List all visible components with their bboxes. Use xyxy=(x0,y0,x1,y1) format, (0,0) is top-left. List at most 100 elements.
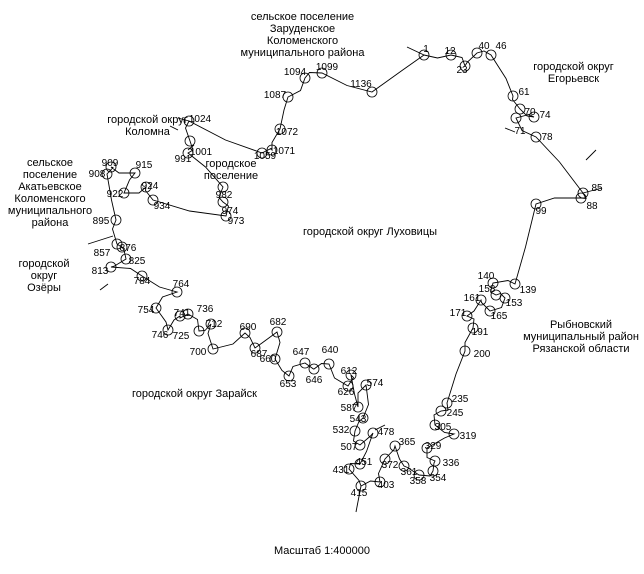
boundary-point-label: 358 xyxy=(410,476,427,487)
boundary-point-764 xyxy=(171,286,183,298)
boundary-point-909 xyxy=(105,161,117,173)
boundary-point-687 xyxy=(249,342,261,354)
boundary-point-1087 xyxy=(282,91,294,103)
boundary-point-label: 372 xyxy=(382,460,399,471)
boundary-point-label: 235 xyxy=(452,394,469,405)
boundary-point-813 xyxy=(105,261,117,273)
boundary-point-label: 764 xyxy=(173,279,190,290)
boundary-point-label: 647 xyxy=(293,347,310,358)
boundary-point-653 xyxy=(283,370,295,382)
boundary-point-label: 1024 xyxy=(189,114,212,125)
boundary-point-label: 682 xyxy=(270,317,287,328)
boundary-point-label: 1094 xyxy=(284,67,307,78)
boundary-point-660 xyxy=(269,353,281,365)
boundary-label: городской округ Луховицы xyxy=(303,226,437,238)
boundary-point-319 xyxy=(448,428,460,440)
boundary-point-label: 784 xyxy=(134,276,151,287)
boundary-point-label: 71 xyxy=(514,126,526,137)
boundary-point-label: 646 xyxy=(306,375,323,386)
boundary-point-label: 924 xyxy=(142,181,159,192)
boundary-point-358 xyxy=(413,469,425,481)
boundary-point-700 xyxy=(207,343,219,355)
junction-line xyxy=(406,46,425,56)
boundary-point-label: 1001 xyxy=(190,147,213,158)
boundary-point-415 xyxy=(355,480,367,492)
boundary-point-label: 1071 xyxy=(273,146,296,157)
boundary-point-354 xyxy=(427,465,439,477)
boundary-point-200 xyxy=(459,345,471,357)
boundary-point-403 xyxy=(374,476,386,488)
boundary-point-label: 660 xyxy=(260,354,277,365)
boundary-point-label: 653 xyxy=(280,379,297,390)
junction-line xyxy=(169,125,179,131)
boundary-point-612 xyxy=(345,369,357,381)
boundary-point-736 xyxy=(182,308,194,320)
boundary-point-1 xyxy=(418,49,430,61)
boundary-point-754 xyxy=(150,302,162,314)
boundary-point-label: 158 xyxy=(479,284,496,295)
boundary-point-label: 361 xyxy=(401,467,418,478)
boundary-point-171 xyxy=(461,310,473,322)
boundary-point-label: 329 xyxy=(425,441,442,452)
region-zarudenskoe: сельское поселение Заруденское Коломенск… xyxy=(240,11,365,59)
boundary-point-991 xyxy=(182,147,194,159)
region-zaraysk: городской округ Зарайск xyxy=(131,388,257,400)
region-rybnovsky: Рыбновский муниципальный район Рязанской… xyxy=(523,319,639,355)
boundary-point-label: 612 xyxy=(341,366,358,377)
boundary-point-label: 574 xyxy=(367,378,384,389)
boundary-point-915 xyxy=(129,167,141,179)
boundary-point-329 xyxy=(421,442,433,454)
boundary-point-label: 687 xyxy=(251,349,268,360)
boundary-point-label: 61 xyxy=(518,87,530,98)
region-akatyevskoe: сельское поселение Акатьевское Коломенск… xyxy=(7,157,93,229)
boundary-point-46 xyxy=(485,49,497,61)
boundary-point-712 xyxy=(205,318,217,330)
boundary-point-895 xyxy=(110,214,122,226)
boundary-point-158 xyxy=(490,289,502,301)
boundary-point-587 xyxy=(352,401,364,413)
boundary-point-label: 88 xyxy=(586,201,598,212)
boundary-point-label: 1136 xyxy=(350,79,372,90)
boundary-point-label: 171 xyxy=(450,308,467,319)
boundary-point-574 xyxy=(360,379,372,391)
boundary-point-74 xyxy=(528,111,540,123)
boundary-point-12 xyxy=(445,49,457,61)
boundary-point-label: 700 xyxy=(190,347,207,358)
boundary-point-label: 915 xyxy=(136,160,153,171)
boundary-point-label: 319 xyxy=(460,431,477,442)
boundary-point-label: 139 xyxy=(520,285,537,296)
boundary-point-label: 200 xyxy=(474,349,491,360)
boundary-point-label: 876 xyxy=(120,243,137,254)
boundary-point-label: 336 xyxy=(443,458,460,469)
boundary-point-label: 974 xyxy=(222,206,239,217)
boundary-point-40 xyxy=(471,47,483,59)
boundary-point-361 xyxy=(398,460,410,472)
junction-line xyxy=(99,283,109,291)
boundary-point-label: 140 xyxy=(478,271,495,282)
boundary-point-88 xyxy=(575,192,587,204)
boundary-point-label: 365 xyxy=(399,437,416,448)
boundary-point-924 xyxy=(140,181,152,193)
boundary-point-label: 895 xyxy=(93,216,110,227)
boundary-point-372 xyxy=(379,453,391,465)
boundary-point-label: 70 xyxy=(524,107,536,118)
boundary-point-71 xyxy=(510,112,522,124)
boundary-point-431 xyxy=(343,463,355,475)
boundary-point-165 xyxy=(484,305,496,317)
boundary-point-label: 813 xyxy=(92,266,109,277)
region-ozery: городской округ Озёры xyxy=(18,258,70,294)
boundary-point-label: 478 xyxy=(378,427,395,438)
boundary-point-label: 1087 xyxy=(264,90,287,101)
region-kolomna: городской округ Коломна xyxy=(107,114,188,138)
boundary-point-70 xyxy=(514,103,526,115)
boundary-point-725 xyxy=(193,325,205,337)
boundary-point-235 xyxy=(441,397,453,409)
boundary-point-label: 973 xyxy=(228,216,245,227)
boundary-point-label: 1072 xyxy=(276,127,299,138)
boundary-point-245 xyxy=(435,405,447,417)
boundary-point-label: 754 xyxy=(138,305,155,316)
boundary-point-922 xyxy=(118,187,130,199)
boundary-point-label: 587 xyxy=(341,403,358,414)
boundary-point-825 xyxy=(120,253,132,265)
